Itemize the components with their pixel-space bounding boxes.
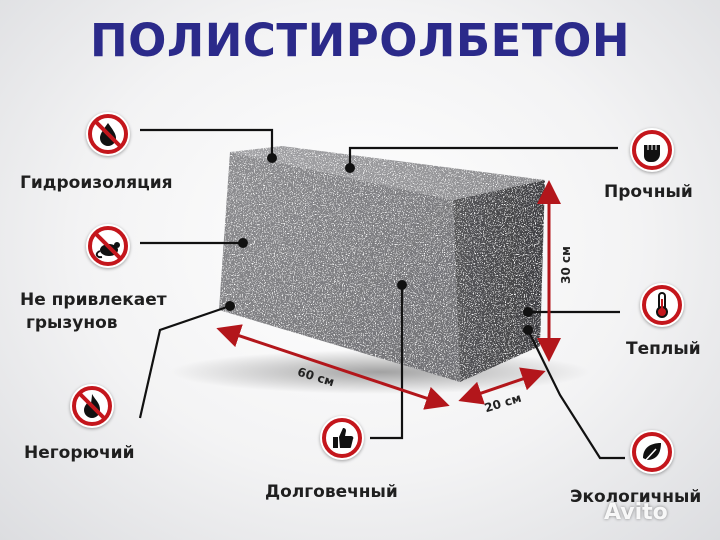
no-mouse-icon (86, 224, 130, 268)
thumbs-up-icon (320, 416, 364, 460)
callout-dot-warm (523, 307, 533, 317)
callout-line-waterproof (140, 128, 274, 156)
label-strong: Прочный (604, 182, 693, 202)
block-top-face (230, 146, 545, 200)
no-fire-icon (70, 384, 114, 428)
callout-line-eco (527, 329, 625, 460)
leaf-icon (630, 430, 674, 474)
thermometer-icon (640, 283, 684, 327)
label-durable: Долговечный (265, 482, 398, 502)
label-nonflammable: Негорючий (24, 443, 135, 463)
length-dimension-arrow (216, 324, 450, 410)
no-water-icon (86, 112, 130, 156)
callout-line-strong (348, 146, 618, 165)
callout-dot-durable (397, 280, 407, 290)
label-warm: Теплый (626, 339, 701, 359)
callout-dot-waterproof (267, 153, 277, 163)
callout-dot-eco (523, 325, 533, 335)
label-rodents-line2: грызунов (26, 313, 118, 333)
callout-dot-nonflammable (225, 301, 235, 311)
callout-dot-rodents (238, 238, 248, 248)
page-title: ПОЛИСТИРОЛБЕТОН (89, 14, 631, 67)
height-dimension-label: 30 см (558, 246, 573, 284)
width-dimension-arrow (458, 367, 546, 405)
fist-icon (630, 128, 674, 172)
callout-line-nonflammable (138, 304, 231, 419)
block-side-face (453, 180, 545, 382)
callout-dot-strong (345, 163, 355, 173)
label-eco: Экологичный (570, 487, 702, 507)
watermark: Avito (604, 500, 668, 525)
label-waterproof: Гидроизоляция (20, 173, 173, 193)
label-rodents-line1: Не привлекает (20, 290, 167, 310)
